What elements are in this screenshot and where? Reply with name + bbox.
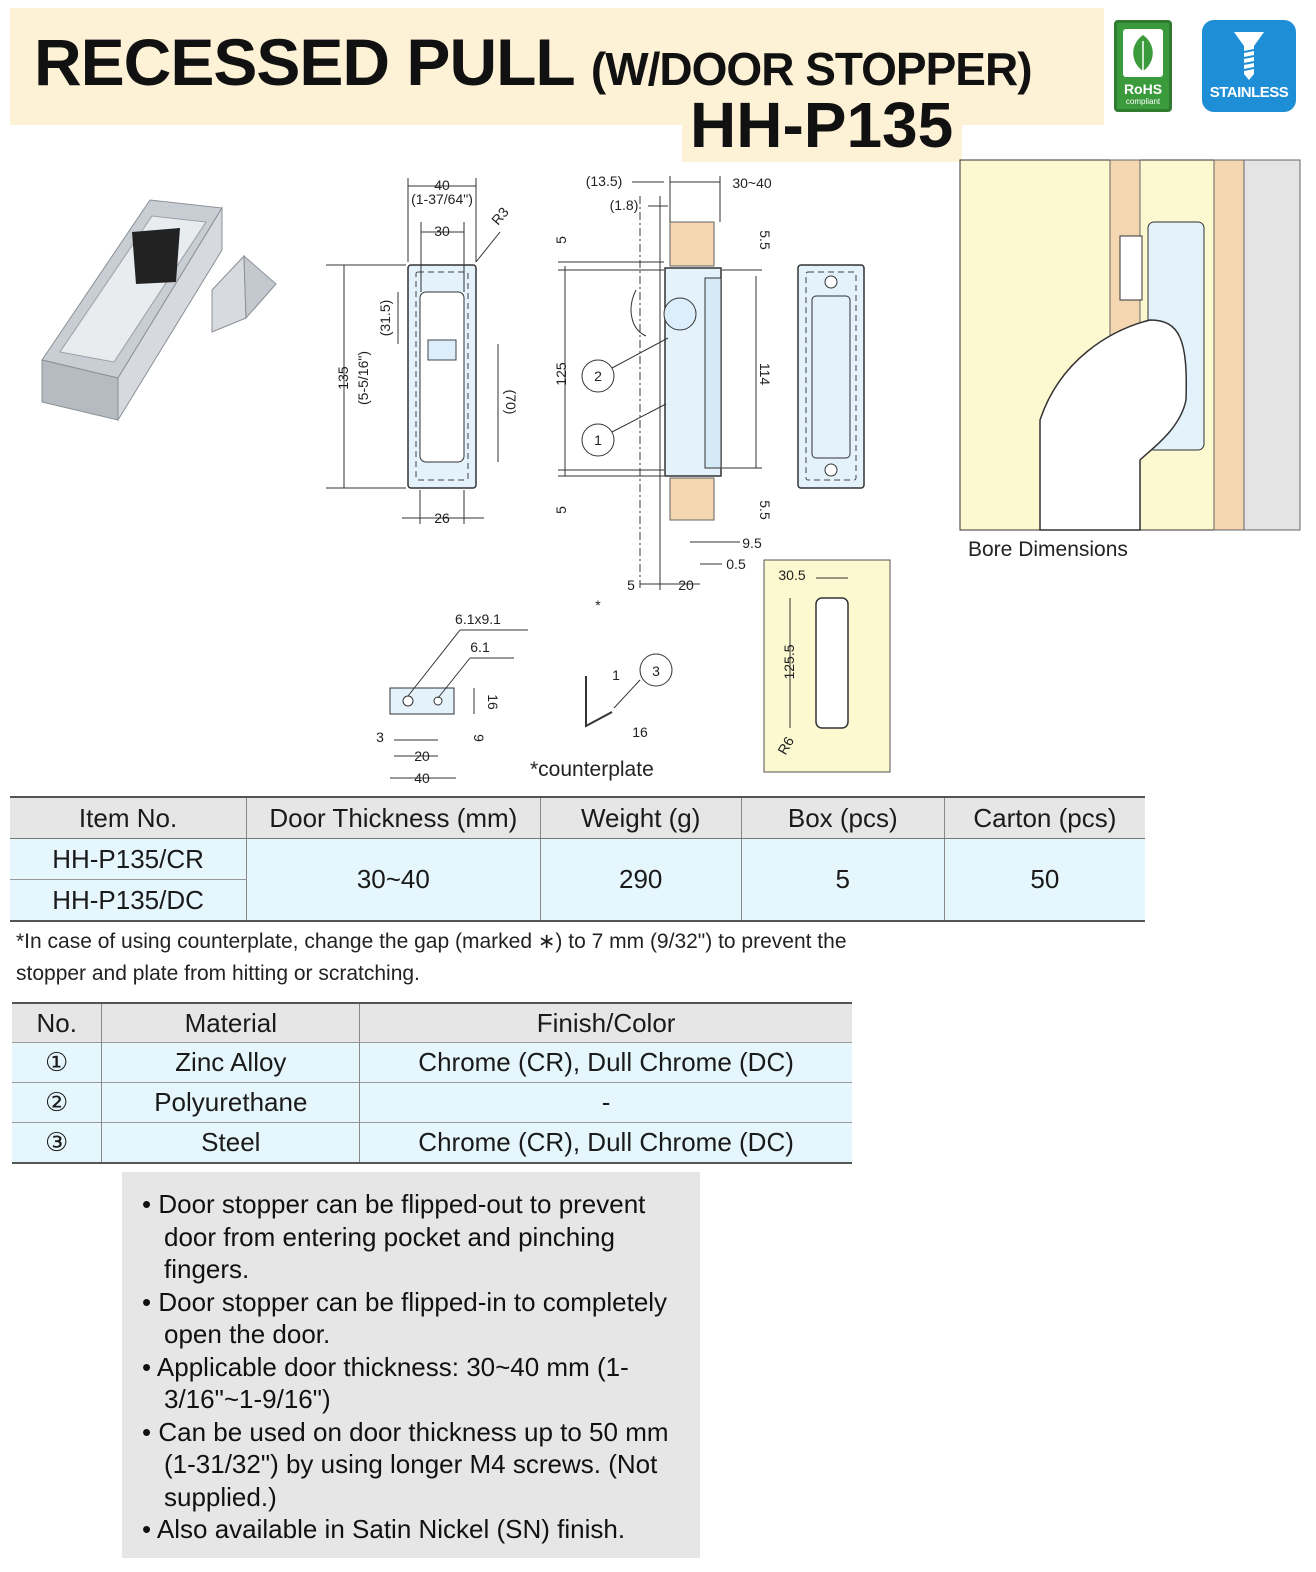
row-no: ③ [12, 1122, 102, 1163]
rohs-label: RoHS [1123, 81, 1163, 97]
model-number: HH-P135 [690, 89, 954, 161]
feature-item: Also available in Satin Nickel (SN) fini… [142, 1513, 700, 1546]
col-carton: Carton (pcs) [943, 797, 1145, 839]
dim-cp-20: 20 [414, 748, 430, 764]
dim-side-30-40: 30~40 [732, 175, 772, 191]
feature-item: Applicable door thickness: 30~40 mm (1-3… [142, 1351, 700, 1416]
dim-side-9-5: 9.5 [742, 535, 762, 551]
bore-illustration [959, 159, 1301, 531]
dim-side-1-8: (1.8) [610, 197, 639, 213]
dim-bore-30-5: 30.5 [778, 567, 805, 583]
carton-value: 50 [943, 838, 1145, 922]
col-finish: Finish/Color [359, 1003, 852, 1043]
leaf-icon [1123, 29, 1163, 77]
dim-cp-3: 3 [376, 729, 384, 745]
dim-side-5-bot: 5 [553, 506, 569, 514]
counterplate-note: *In case of using counterplate, change t… [16, 930, 847, 985]
stainless-badge: STAINLESS [1202, 20, 1296, 112]
col-weight: Weight (g) [539, 797, 742, 839]
rohs-badge: RoHS compliant [1114, 20, 1172, 112]
callout-2: 2 [594, 368, 602, 384]
box-value: 5 [740, 838, 945, 922]
page-title: RECESSED PULL (W/DOOR STOPPER) [34, 25, 1033, 99]
feature-item: Can be used on door thickness up to 50 m… [142, 1416, 700, 1514]
dim-front-70: (70) [503, 390, 519, 415]
dim-cp-l16: 16 [632, 724, 648, 740]
rohs-sub: compliant [1125, 97, 1161, 106]
table-row: ① Zinc Alloy Chrome (CR), Dull Chrome (D… [12, 1042, 852, 1083]
counterplate-caption: *counterplate [530, 758, 654, 781]
dim-cp-hole: 6.1x9.1 [455, 611, 501, 627]
row-material: Polyurethane [101, 1082, 360, 1123]
spec-table: Item No. Door Thickness (mm) Weight (g) … [10, 796, 1145, 922]
dim-side-20: 20 [678, 577, 694, 593]
col-item-no: Item No. [10, 797, 247, 839]
weight-value: 290 [539, 838, 742, 922]
technical-drawing: 40 (1-37/64") 30 R3 135 (5-5/16") (31.5)… [41, 159, 1301, 786]
row-material: Steel [101, 1122, 360, 1163]
table-row: ③ Steel Chrome (CR), Dull Chrome (DC) [12, 1122, 852, 1163]
row-material: Zinc Alloy [101, 1042, 360, 1083]
dim-side-0-5: 0.5 [726, 556, 746, 572]
row-finish: - [359, 1082, 852, 1123]
dim-side-5-5-bot: 5.5 [757, 500, 773, 520]
dim-side-114: 114 [757, 363, 773, 386]
row-finish: Chrome (CR), Dull Chrome (DC) [359, 1042, 852, 1083]
item-cr: HH-P135/CR [10, 838, 247, 880]
features-list: Door stopper can be flipped-out to preve… [122, 1172, 700, 1546]
dim-bore-r6: R6 [774, 734, 797, 758]
dim-front-30: 30 [434, 223, 450, 239]
dim-cp-16: 16 [485, 694, 501, 710]
col-material: Material [101, 1003, 360, 1043]
page-subtitle: (W/DOOR STOPPER) [590, 43, 1033, 95]
dim-cp-hole2: 6.1 [470, 639, 490, 655]
dim-side-5-5-top: 5.5 [757, 230, 773, 250]
table-row: ② Polyurethane - [12, 1082, 852, 1123]
bore-caption: Bore Dimensions [968, 538, 1128, 561]
rear-view [797, 264, 865, 489]
feature-item: Door stopper can be flipped-in to comple… [142, 1286, 700, 1351]
dim-side-5: 5 [627, 577, 635, 593]
product-photo [41, 199, 277, 422]
side-view [558, 176, 762, 590]
dim-front-40: 40 [434, 177, 450, 193]
callout-3: 3 [652, 663, 660, 679]
row-no: ① [12, 1042, 102, 1083]
dim-cp-40: 40 [414, 770, 430, 786]
callout-1: 1 [594, 432, 602, 448]
screw-icon [1234, 32, 1264, 80]
row-no: ② [12, 1082, 102, 1123]
model-band [682, 90, 962, 162]
dim-side-star: * [595, 597, 601, 613]
dim-side-125: 125 [553, 362, 569, 386]
dim-cp-t1: 1 [612, 667, 620, 683]
stainless-label: STAINLESS [1209, 84, 1289, 101]
dim-front-135: 135 [335, 366, 351, 390]
dim-front-135-in: (5-5/16") [355, 351, 371, 405]
dim-front-40-in: (1-37/64") [411, 191, 473, 207]
dim-side-13-5: (13.5) [586, 173, 623, 189]
col-door-thickness: Door Thickness (mm) [246, 797, 541, 839]
dim-cp-9: 9 [471, 734, 487, 742]
col-no: No. [12, 1003, 102, 1043]
feature-item: Door stopper can be flipped-out to preve… [142, 1188, 700, 1286]
row-finish: Chrome (CR), Dull Chrome (DC) [359, 1122, 852, 1163]
door-thickness-value: 30~40 [246, 838, 541, 922]
item-dc: HH-P135/DC [10, 879, 247, 921]
dim-side-5-top: 5 [553, 236, 569, 244]
dim-front-r3: R3 [488, 204, 512, 228]
col-box: Box (pcs) [740, 797, 945, 839]
bore-dimension-box [763, 559, 891, 773]
material-table: No. Material Finish/Color ① Zinc Alloy C… [12, 1002, 852, 1164]
front-view [326, 178, 501, 524]
dim-front-31-5: (31.5) [377, 300, 393, 337]
dim-bore-125-5: 125.5 [781, 644, 797, 679]
features-box: Door stopper can be flipped-out to preve… [122, 1172, 700, 1558]
counterplate-drawing [389, 629, 673, 779]
dim-front-26: 26 [434, 510, 450, 526]
